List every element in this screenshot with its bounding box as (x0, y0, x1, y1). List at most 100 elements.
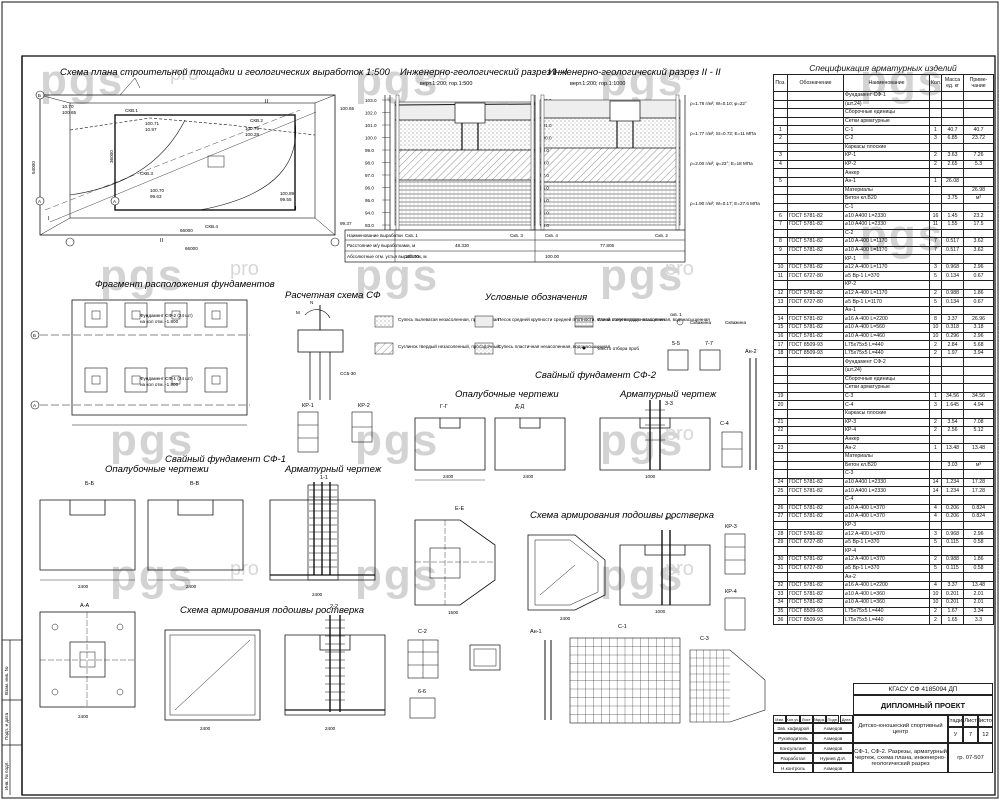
svg-text:А-А: А-А (80, 603, 90, 609)
svg-text:С-2: С-2 (418, 629, 427, 635)
spec-cell: КР-1 (843, 151, 930, 161)
spec-cell: 5 (929, 271, 942, 282)
spec-cell: ⌀12 A-400 L=1170 (843, 288, 930, 299)
svg-text:36000: 36000 (109, 150, 114, 163)
left-strip-3: Взам. инв. № (4, 666, 9, 695)
spec-cell: 0.134 (941, 297, 964, 307)
spec-cell: 34 (773, 598, 788, 608)
spec-cell: ⌀12 A-400 L=370 (843, 555, 930, 565)
svg-text:2400: 2400 (78, 714, 89, 719)
tb-role-header: Дата (839, 715, 853, 723)
spec-cell: 26 (773, 503, 788, 514)
spec-cell: 7 (773, 219, 788, 230)
svg-text:pgs: pgs (110, 551, 194, 600)
spec-cell: 10 (929, 323, 942, 333)
spec-cell: 5.3 (963, 159, 994, 170)
spec-cell: 2.56 (941, 426, 964, 436)
svg-text:pgs: pgs (355, 251, 439, 300)
spec-row: (шт.24) (773, 99, 994, 110)
spec-cell (773, 460, 788, 471)
svg-text:II: II (265, 99, 269, 105)
spec-cell: 10 (773, 262, 788, 273)
svg-text:на кол отм. -1.800: на кол отм. -1.800 (140, 319, 179, 324)
spec-cell: 2.96 (963, 529, 994, 539)
tb-person: Зав. кафедрой (773, 723, 813, 733)
spec-cell: 6.85 (941, 133, 964, 144)
legend-swatch-5 (474, 342, 494, 355)
spec-cell (963, 99, 994, 110)
spec-cell (929, 451, 942, 462)
svg-text:Ан-1: Ан-1 (530, 629, 542, 635)
left-strip-2: Подп. и дата (4, 712, 9, 740)
spec-cell: 29 (773, 537, 788, 548)
svg-text:на кол отм. -1.800: на кол отм. -1.800 (140, 382, 179, 387)
spec-cell: ГОСТ 5781-82 (787, 555, 844, 565)
spec-cell (963, 572, 994, 582)
svg-text:100.89: 100.89 (280, 191, 294, 196)
spec-cell: L75x75x5 L=440 (843, 615, 930, 625)
spec-cell: ⌀10 A-400 L=1170 (843, 245, 930, 256)
spec-cell (787, 185, 844, 196)
tb-person: Консультант (773, 743, 813, 753)
spec-cell: 0.517 (941, 245, 964, 256)
spec-cell (787, 366, 844, 376)
spec-cell: 2 (929, 426, 942, 436)
tb-person: Нуриев Д.И. (813, 753, 853, 763)
spec-cell (963, 469, 994, 479)
spec-cell: ⌀12 A-400 L=370 (843, 529, 930, 539)
section-ii-ii: Инженерно-геологический разрез II - II в… (534, 67, 760, 231)
spec-cell: 23.2 (963, 211, 994, 221)
section-i-i: Инженерно-геологический разрез I - I вер… (365, 67, 568, 231)
svg-text:pro: pro (665, 423, 694, 445)
tb-stage-label: Стадия (948, 715, 963, 727)
spec-cell (787, 357, 844, 367)
calc-title: Расчетная схема СФ (285, 290, 381, 301)
spec-cell: 0.67 (963, 271, 994, 282)
svg-text:N: N (310, 300, 313, 305)
spec-cell (929, 460, 942, 471)
spec-cell: КР-1 (843, 254, 930, 264)
spec-cell (787, 443, 844, 453)
legend-swatch-3 (574, 315, 594, 328)
spec-cell (941, 116, 964, 127)
spec-cell: 0.824 (963, 503, 994, 514)
spec-cell (787, 408, 844, 419)
spec-cell (787, 305, 844, 316)
spec-cell: ⌀10 A-400 L=370 (843, 512, 930, 522)
spec-cell (773, 357, 788, 367)
spec-cell: 40.7 (963, 125, 994, 135)
spec-cell: Ан-1 (843, 305, 930, 316)
svg-text:100.65: 100.65 (62, 110, 76, 115)
svg-text:В-В: В-В (190, 481, 200, 487)
spec-cell (963, 142, 994, 153)
svg-text:Абсолютные отм. устья выработо: Абсолютные отм. устья выработок, м (347, 254, 427, 259)
spec-cell: КР-3 (843, 417, 930, 428)
spec-cell: 1.86 (963, 555, 994, 565)
spec-cell (787, 116, 844, 127)
spec-cell (787, 108, 844, 118)
spec-cell: КР-4 (843, 426, 930, 436)
spec-cell: ⌀10 A-400 L=1170 (843, 237, 930, 247)
spec-cell (787, 417, 844, 428)
spec-cell: 0.201 (941, 598, 964, 608)
spec-cell (941, 280, 964, 290)
spec-row: Материалы (773, 451, 994, 462)
svg-text:pgs: pgs (355, 416, 439, 465)
spec-cell: ГОСТ 5781-82 (787, 237, 844, 247)
tb-person: Н.контроль (773, 763, 813, 773)
spec-cell (929, 280, 942, 290)
spec-row: Фундамент СФ-1 (773, 91, 994, 101)
svg-text:Скв. 4: Скв. 4 (545, 233, 558, 238)
svg-text:100.65: 100.65 (340, 106, 354, 111)
legend-item-6: Место отбора проб (598, 346, 639, 351)
spec-cell: С-3 (843, 469, 930, 479)
spec-cell (941, 228, 964, 239)
tb-role-header: Кол.уч. (786, 715, 800, 723)
